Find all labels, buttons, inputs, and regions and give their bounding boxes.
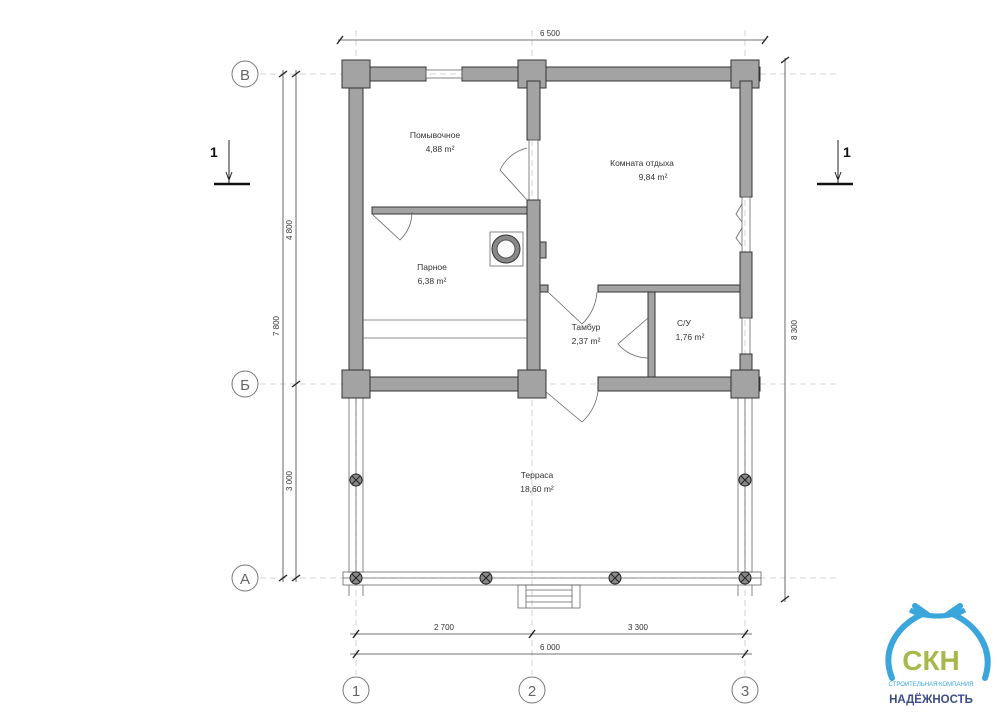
dim-top-total: 6 500 (540, 29, 561, 38)
post-icon (608, 571, 622, 585)
dim-left-total: 7 800 (272, 315, 281, 336)
terrace-posts (349, 473, 752, 585)
room-area: 2,37 m² (572, 336, 601, 346)
doors (371, 147, 743, 423)
company-logo: СКН СТРОИТЕЛЬНАЯ КОМПАНИЯ НАДЁЖНОСТЬ (885, 603, 991, 706)
room-name: Терраса (521, 470, 554, 480)
section-mark-right: 1 (817, 140, 853, 186)
axis-row-label: Б (240, 377, 250, 394)
room-area: 9,84 m² (639, 172, 668, 182)
logo-line1: СТРОИТЕЛЬНАЯ КОМПАНИЯ (889, 682, 974, 688)
room-area: 18,60 m² (520, 484, 554, 494)
post-icon (349, 571, 363, 585)
room-area: 1,76 m² (676, 332, 705, 342)
room-name: Парное (417, 262, 447, 272)
room-area: 4,88 m² (426, 144, 455, 154)
terrace-steps (517, 584, 581, 609)
post-icon (738, 473, 752, 487)
axis-row-label: А (240, 571, 250, 588)
dim-bottom-total: 6 000 (540, 643, 561, 652)
room-name: С/У (677, 318, 692, 328)
room-name: Тамбур (572, 322, 601, 332)
room-name: Комната отдыха (610, 158, 674, 168)
room-labels: Помывочное 4,88 m² Комната отдыха 9,84 m… (410, 130, 705, 494)
room-name: Помывочное (410, 130, 461, 140)
axis-col-label: 2 (528, 683, 536, 700)
dim-right-total: 8 300 (790, 319, 799, 340)
room-area: 6,38 m² (418, 276, 447, 286)
axis-markers: В Б А 1 2 3 (231, 60, 759, 704)
logo-initials: СКН (902, 645, 960, 676)
dim-bottom-left: 2 700 (434, 623, 455, 632)
axis-col-label: 1 (352, 683, 360, 700)
post-icon (738, 571, 752, 585)
sauna-benches (363, 319, 527, 339)
axis-row-label: В (240, 67, 250, 84)
section-mark-left: 1 (210, 140, 250, 186)
section-label: 1 (843, 144, 851, 160)
dimension-lines: 6 500 7 800 4 800 3 000 8 300 2 700 3 30… (272, 29, 799, 659)
stove-icon (489, 231, 524, 267)
logo-line2: НАДЁЖНОСТЬ (889, 693, 973, 706)
post-icon (349, 473, 363, 487)
dim-left-lower: 3 000 (285, 470, 294, 491)
post-icon (479, 571, 493, 585)
walls (341, 59, 761, 399)
dim-left-upper: 4 800 (285, 219, 294, 240)
dim-bottom-right: 3 300 (628, 623, 649, 632)
axis-col-label: 3 (741, 683, 749, 700)
section-label: 1 (210, 144, 218, 160)
